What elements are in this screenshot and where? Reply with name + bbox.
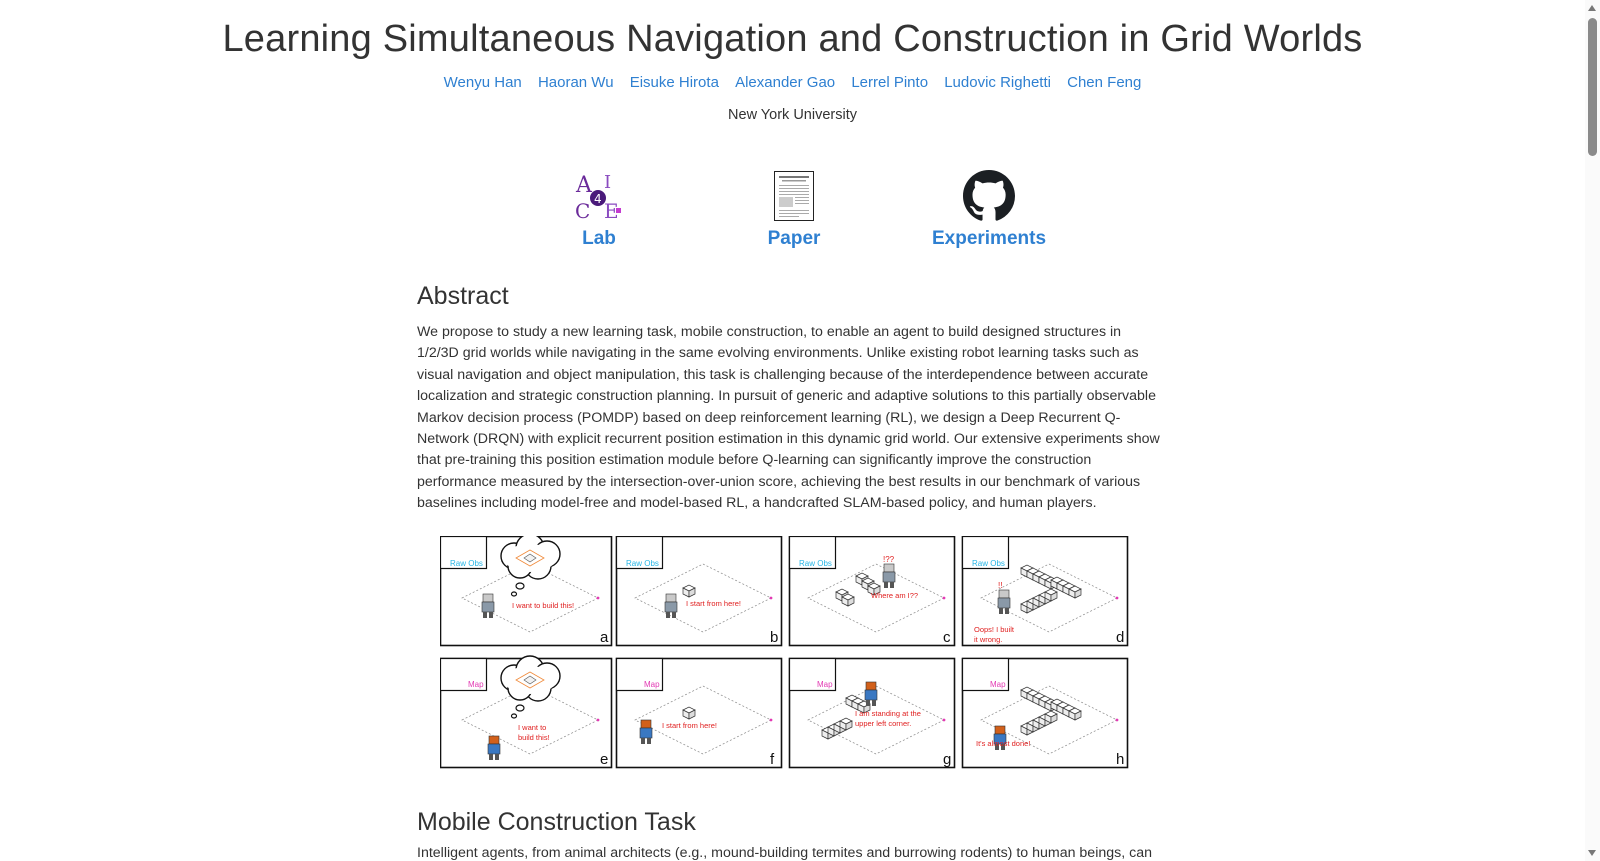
robot-icon [664, 593, 678, 618]
teaser-panel-a: Raw Obs I want to build this! a [440, 536, 613, 647]
robot-icon [487, 735, 501, 760]
robot-icon [997, 589, 1011, 614]
experiments-link-label: Experiments [931, 228, 1047, 249]
panel-caption: I start from here! [662, 721, 717, 730]
lab-logo-letter: C [575, 199, 590, 222]
abstract-heading: Abstract [417, 282, 509, 310]
panel-caption: I am standing at the [855, 709, 921, 718]
scrollbar[interactable] [1585, 0, 1600, 861]
panel-caption: upper left corner. [855, 719, 911, 728]
scroll-thumb[interactable] [1588, 18, 1597, 156]
section-heading: Mobile Construction Task [417, 808, 696, 836]
panel-caption: It's almost done! [976, 739, 1030, 748]
panel-letter: c [943, 629, 951, 646]
thought-cloud [500, 536, 561, 597]
structure [682, 584, 696, 598]
panel-caption: Oops! I built [974, 625, 1015, 634]
thought-mark: !?? [883, 555, 895, 564]
thought-cloud [500, 655, 561, 719]
lab-logo-letter: A [575, 173, 593, 198]
panel-tag: Map [817, 680, 833, 689]
panel-letter: g [943, 751, 951, 768]
lab-logo-letter: I [604, 172, 611, 193]
author-link[interactable]: Ludovic Righetti [944, 74, 1051, 91]
structure [835, 572, 881, 607]
panel-tag: Map [468, 680, 484, 689]
robot-icon [481, 593, 495, 618]
panel-tag: Map [644, 680, 660, 689]
panel-caption: Where am I?? [871, 591, 918, 600]
scroll-down-icon[interactable] [1588, 850, 1596, 856]
author-link[interactable]: Wenyu Han [443, 74, 522, 91]
panel-caption: I want to build this! [512, 601, 574, 610]
author-link[interactable]: Lerrel Pinto [851, 74, 929, 91]
panel-tag: Raw Obs [626, 559, 659, 568]
lab-logo-icon: A I 4 C E [519, 170, 679, 222]
intro-text: Intelligent agents, from animal architec… [417, 845, 1152, 861]
structure [1020, 564, 1082, 614]
teaser-panel-f: Map I start from here! f [615, 657, 783, 769]
robot-icon [993, 725, 1007, 750]
teaser-panel-b: Raw Obs I start from here! b [615, 536, 783, 647]
teaser-figure: Raw Obs I want to build this! a Raw Obs I st… [440, 536, 1129, 769]
author-link[interactable]: Eisuke Hirota [629, 74, 719, 91]
panel-letter: a [600, 629, 609, 646]
affiliation: New York University [728, 107, 857, 123]
paper-link-label: Paper [767, 228, 821, 249]
structure [1020, 686, 1082, 736]
github-icon [909, 170, 1069, 222]
lab-logo-letter: 4 [594, 192, 602, 206]
robot-icon [639, 719, 653, 744]
lab-link[interactable]: A I 4 C E Lab [519, 170, 679, 250]
panel-caption: I want to [518, 723, 546, 732]
robot-icon [864, 681, 878, 706]
author-link[interactable]: Haoran Wu [537, 74, 614, 91]
robot-icon [882, 563, 896, 588]
lab-link-label: Lab [582, 228, 616, 249]
panel-letter: b [770, 629, 778, 646]
author-list: Wenyu Han Haoran Wu Eisuke Hirota Alexan… [0, 74, 1585, 91]
panel-caption: I start from here! [686, 599, 741, 608]
author-link[interactable]: Chen Feng [1067, 74, 1142, 91]
abstract-text: We propose to study a new learning task,… [417, 324, 1160, 512]
paper-thumbnail-icon [714, 170, 874, 222]
scroll-up-icon[interactable] [1588, 5, 1596, 11]
lab-logo-letter: E [604, 199, 619, 222]
page-title: Learning Simultaneous Navigation and Con… [222, 18, 1363, 60]
thought-mark: !! [998, 581, 1002, 590]
panel-letter: h [1116, 751, 1124, 768]
panel-letter: f [770, 751, 775, 768]
panel-tag: Raw Obs [972, 559, 1005, 568]
panel-caption: it wrong. [974, 635, 1002, 644]
panel-tag: Raw Obs [799, 559, 832, 568]
paper-link[interactable]: Paper [714, 170, 874, 250]
panel-tag: Raw Obs [450, 559, 483, 568]
experiments-link[interactable]: Experiments [909, 170, 1069, 250]
panel-letter: d [1116, 629, 1124, 646]
panel-tag: Map [990, 680, 1006, 689]
panel-letter: e [600, 751, 608, 768]
structure [682, 706, 696, 720]
author-link[interactable]: Alexander Gao [735, 74, 836, 91]
panel-caption: build this! [518, 733, 550, 742]
